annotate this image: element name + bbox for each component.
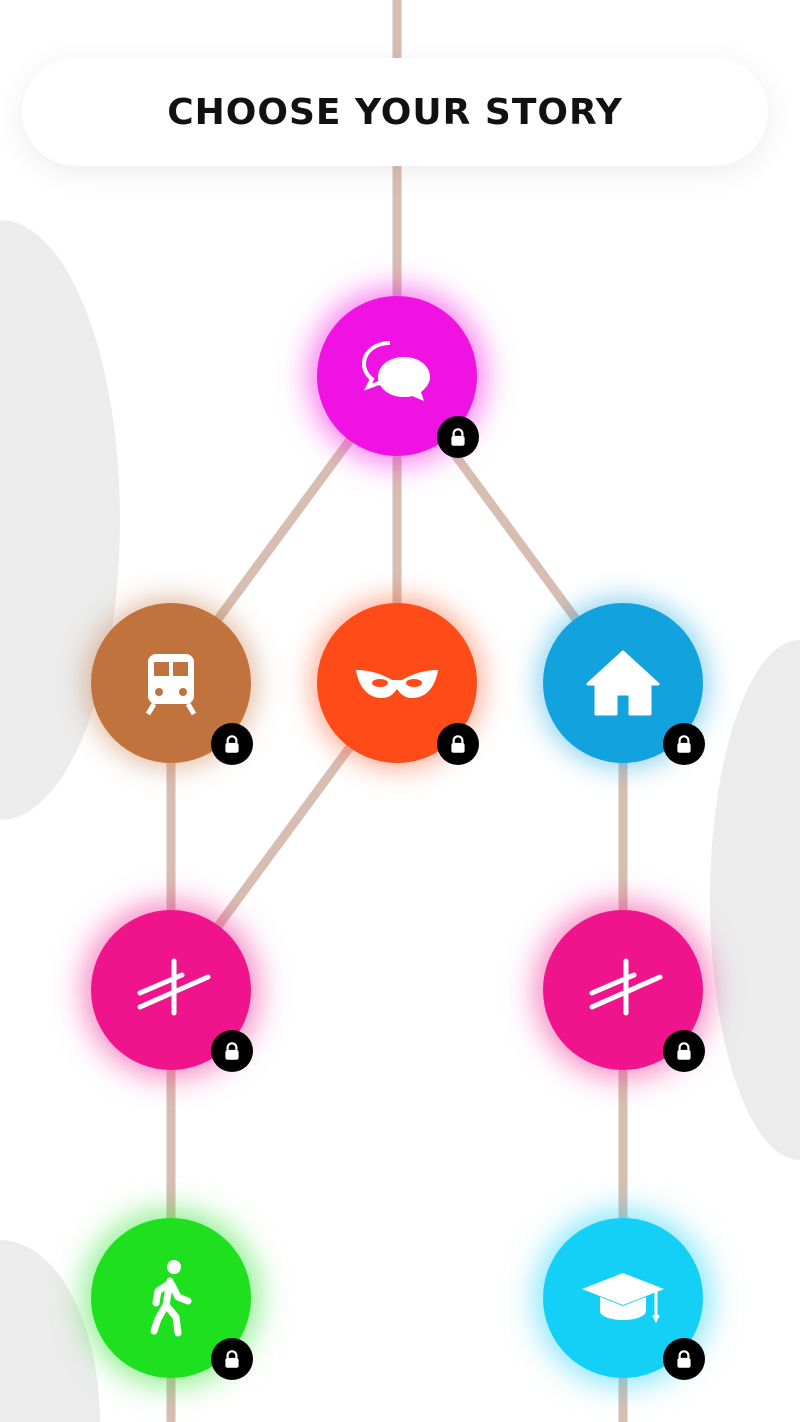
page-title: CHOOSE YOUR STORY <box>167 91 623 133</box>
lock-icon <box>437 416 479 458</box>
train-icon <box>145 654 197 716</box>
story-node-mask[interactable] <box>317 603 479 765</box>
story-node-home[interactable] <box>543 603 705 765</box>
home-icon <box>586 650 660 716</box>
story-node-not-equal-left[interactable] <box>91 910 253 1072</box>
page-header: CHOOSE YOUR STORY <box>22 58 768 166</box>
lock-icon <box>211 1030 253 1072</box>
lock-icon <box>663 1338 705 1380</box>
lock-icon <box>211 1338 253 1380</box>
story-node-not-equal-right[interactable] <box>543 910 705 1072</box>
story-node-chat[interactable] <box>317 296 479 458</box>
lock-icon <box>663 723 705 765</box>
walking-person-icon <box>150 1260 192 1337</box>
story-node-train[interactable] <box>91 603 253 765</box>
story-node-graduation[interactable] <box>543 1218 705 1380</box>
not-equal-icon <box>589 958 663 1016</box>
lock-icon <box>663 1030 705 1072</box>
mask-icon <box>356 670 438 698</box>
graduation-cap-icon <box>582 1273 664 1323</box>
lock-icon <box>437 723 479 765</box>
lock-icon <box>211 723 253 765</box>
story-node-walk[interactable] <box>91 1218 253 1380</box>
not-equal-icon <box>137 958 211 1016</box>
chat-bubbles-icon <box>361 341 430 401</box>
